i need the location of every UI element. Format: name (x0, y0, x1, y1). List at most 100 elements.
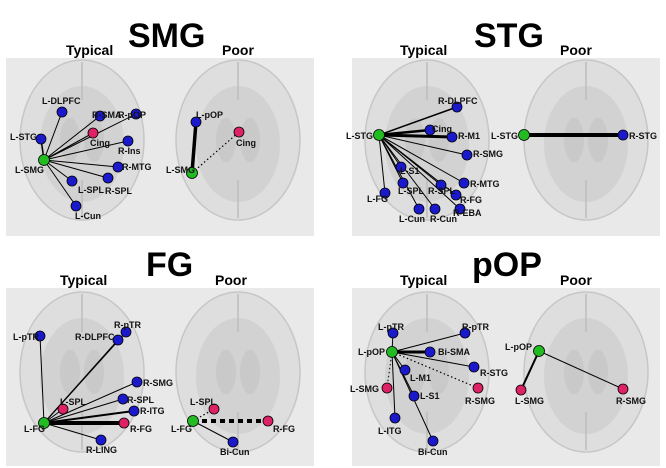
fg-typical-edge-l-fg-r-dlpfc (43, 339, 119, 424)
pop-typical-node-r-ptr (459, 327, 471, 339)
fg-poor-label-l-fg: L-FG (171, 424, 192, 434)
stg-typical-edge-l-stg-l-fg (378, 134, 386, 194)
pop-poor-node-l-smg (515, 384, 527, 396)
stg-typical-node-l-cun (413, 203, 425, 215)
smg-typical-node-r-mtg (112, 161, 124, 173)
stg-typical-edge-l-stg-r-eba (378, 134, 461, 210)
smg-typical-node-r-spl (102, 172, 114, 184)
stg-typical-label-r-eba: R-EBA (453, 208, 482, 218)
smg-typical-label-l-spl: L-SPL (78, 185, 105, 195)
pop-typical-label-r-stg: R-STG (480, 368, 508, 378)
fg-typical-node-r-dlpfc (112, 334, 124, 346)
pop-typical-node-l-s1 (408, 390, 420, 402)
fg-typical-label-r-spl: R-SPL (127, 395, 155, 405)
smg-typical-label-l-stg: L-STG (10, 132, 37, 142)
smg-typical-label-r-pop: R-pOP (118, 110, 146, 120)
smg-typical-node-l-dlpfc (56, 106, 68, 118)
fg-typical-node-r-ptr (120, 326, 132, 338)
smg-typical-label-r-mtg: R-MTG (122, 162, 152, 172)
smg-typical-edge-l-smg-r-sma (43, 115, 101, 161)
smg-poor-label-l-smg: L-SMG (166, 165, 195, 175)
fg-typical-node-r-fg (118, 417, 130, 429)
fg-typical-node-l-ptr (34, 330, 46, 342)
stg-typical-label-cing: Cing (432, 124, 452, 134)
stg-typical-node-r-m1 (446, 131, 458, 143)
smg-poor-node-cing (233, 126, 245, 138)
smg-typical-label-r-sma: R-SMA (92, 110, 122, 120)
smg-poor-edge-l-pop-l-smg (190, 121, 198, 174)
stg-poor-node-r-stg (617, 129, 629, 141)
pop-typical-edge-l-pop-r-ptr (391, 332, 466, 353)
fg-typical-node-l-fg (38, 417, 50, 429)
stg-typical-node-l-s1 (395, 161, 407, 173)
smg-typical-edge-l-smg-r-ins (43, 140, 129, 161)
fg-panel-title: FG (146, 246, 193, 284)
pop-typical-node-l-m1 (399, 364, 411, 376)
fg-typical-label-l-ptr: L-pTR (13, 332, 39, 342)
pop-typical-label-l-m1: L-M1 (410, 373, 431, 383)
stg-typical-label-l-s1: L-S1 (400, 166, 420, 176)
fg-poor-label-l-spl: L-SPL (190, 397, 217, 407)
stg-typical-label-l-cun: L-Cun (399, 214, 425, 224)
smg-poor-label: Poor (222, 42, 254, 58)
stg-typical-node-r-spl (435, 179, 447, 191)
stg-typical-edge-l-stg-r-dlpfc (378, 106, 458, 136)
pop-panel-title: pOP (472, 246, 542, 284)
smg-typical-label-l-smg: L-SMG (15, 165, 44, 175)
stg-typical-node-l-fg (379, 187, 391, 199)
smg-poor-brain (175, 59, 301, 221)
fg-typical-edge-l-fg-r-ling (43, 422, 102, 441)
fg-typical-node-r-itg (128, 405, 140, 417)
fg-typical-edge-l-fg-r-spl (43, 398, 124, 424)
stg-typical-edge-l-stg-r-mtg (378, 134, 465, 184)
fg-poor-label-r-fg: R-FG (273, 424, 295, 434)
pop-typical-node-l-itg (389, 412, 401, 424)
pop-typical-label-l-itg: L-ITG (378, 426, 402, 436)
pop-typical-edge-l-pop-r-stg (391, 351, 475, 368)
smg-typical-node-r-ins (122, 135, 134, 147)
smg-typical-node-l-cun (70, 200, 82, 212)
smg-typical-label-cing: Cing (90, 138, 110, 148)
smg-typical-label-l-cun: L-Cun (75, 211, 101, 221)
stg-typical-node-l-stg (373, 129, 385, 141)
smg-typical-node-r-sma (94, 110, 106, 122)
pop-typical-label-l-s1: L-S1 (420, 391, 440, 401)
fg-typical-label-l-spl: L-SPL (60, 397, 87, 407)
fg-typical-node-r-ling (95, 434, 107, 446)
pop-poor-label: Poor (560, 272, 592, 288)
stg-typical-edge-l-stg-r-cun (378, 134, 436, 210)
fg-typical-label-r-itg: R-ITG (140, 406, 165, 416)
smg-typical-edge-l-smg-l-dlpfc (43, 111, 63, 161)
stg-typical-edge-l-stg-r-smg (378, 134, 468, 156)
fg-typical-label: Typical (60, 272, 107, 288)
pop-poor-edge-l-pop-r-smg (538, 350, 624, 390)
smg-typical-edge-l-smg-l-cun (43, 159, 77, 207)
stg-typical-label-l-spl: L-SPL (398, 186, 425, 196)
smg-typical-node-l-smg (38, 154, 50, 166)
smg-poor-label-cing: Cing (236, 138, 256, 148)
pop-typical-node-l-pop (386, 346, 398, 358)
pop-poor-label-l-smg: L-SMG (515, 396, 544, 406)
pop-poor-label-l-pop: L-pOP (505, 342, 532, 352)
fg-typical-node-r-smg (131, 376, 143, 388)
smg-poor-node-l-smg (186, 167, 198, 179)
stg-typical-label-l-stg: L-STG (346, 131, 373, 141)
stg-typical-node-r-dlpfc (451, 101, 463, 113)
fg-typical-label-r-dlpfc: R-DLPFC (75, 332, 115, 342)
pop-typical-node-l-smg (381, 382, 393, 394)
smg-typical-node-l-spl (66, 175, 78, 187)
stg-poor-brain (523, 59, 649, 221)
stg-typical-label-r-fg: R-FG (460, 195, 482, 205)
stg-typical-node-r-smg (461, 149, 473, 161)
pop-typical-node-r-smg (472, 382, 484, 394)
stg-typical-node-r-cun (429, 203, 441, 215)
fg-poor-label: Poor (215, 272, 247, 288)
smg-panel-title: SMG (128, 17, 205, 55)
stg-typical-node-r-eba (454, 203, 466, 215)
pop-typical-label-l-pop: L-pOP (358, 347, 385, 357)
fg-typical-label-r-fg: R-FG (130, 424, 152, 434)
stg-typical-edge-l-stg-r-m1 (378, 133, 453, 139)
smg-typical-label-r-ins: R-Ins (118, 146, 141, 156)
fg-typical-node-r-spl (117, 393, 129, 405)
